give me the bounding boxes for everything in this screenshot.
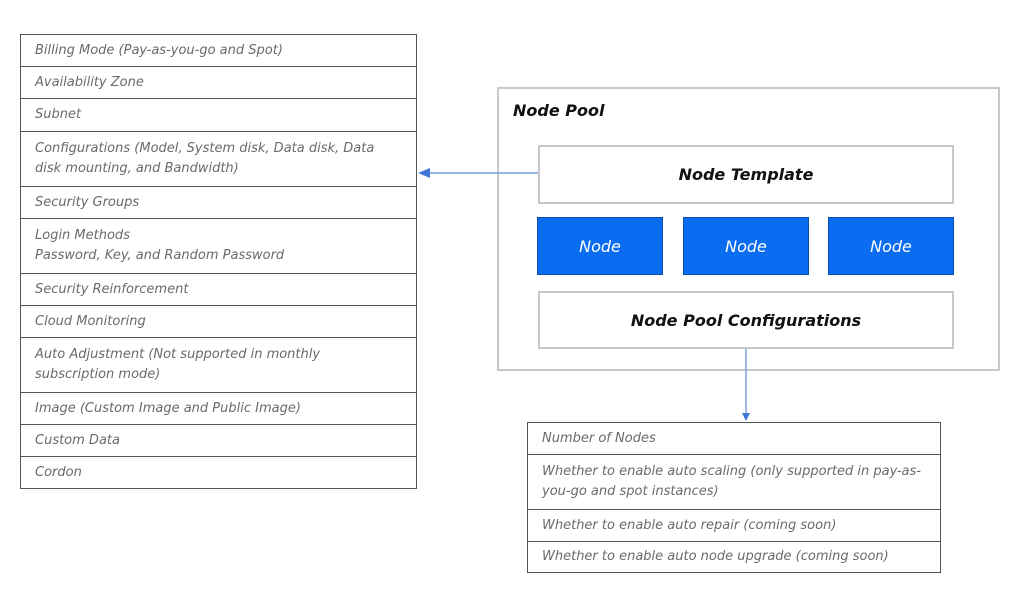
node-pool-configurations-box: Node Pool Configurations xyxy=(538,291,954,349)
list-item: Custom Data xyxy=(21,425,416,457)
arrow-left-icon xyxy=(418,168,430,178)
list-item: Billing Mode (Pay-as-you-go and Spot) xyxy=(21,35,416,67)
list-item: Whether to enable auto node upgrade (com… xyxy=(542,549,889,564)
list-item: Whether to enable auto repair (coming so… xyxy=(528,510,940,542)
list-item: Image (Custom Image and Public Image) xyxy=(21,393,416,425)
list-item: Security Reinforcement xyxy=(21,274,416,306)
list-item: Cordon xyxy=(35,464,82,480)
node-pool-title: Node Pool xyxy=(513,101,605,120)
list-item: Login Methods Password, Key, and Random … xyxy=(21,219,416,274)
list-item: Whether to enable auto scaling (only sup… xyxy=(528,455,940,510)
node-pool-configuration-items-list: Number of Nodes Whether to enable auto s… xyxy=(527,422,941,573)
node-template-items-list: Billing Mode (Pay-as-you-go and Spot) Av… xyxy=(20,34,417,489)
list-item: Cloud Monitoring xyxy=(21,306,416,338)
list-item: Configurations (Model, System disk, Data… xyxy=(21,132,416,187)
list-item: Number of Nodes xyxy=(528,423,940,455)
node-box: Node xyxy=(683,217,809,275)
node-box: Node xyxy=(537,217,663,275)
node-template-box: Node Template xyxy=(538,145,954,204)
list-item: Subnet xyxy=(21,99,416,132)
list-item: Availability Zone xyxy=(21,67,416,99)
list-item: Auto Adjustment (Not supported in monthl… xyxy=(21,338,416,393)
node-box: Node xyxy=(828,217,954,275)
list-item: Security Groups xyxy=(21,187,416,219)
arrow-down-icon xyxy=(742,413,750,421)
